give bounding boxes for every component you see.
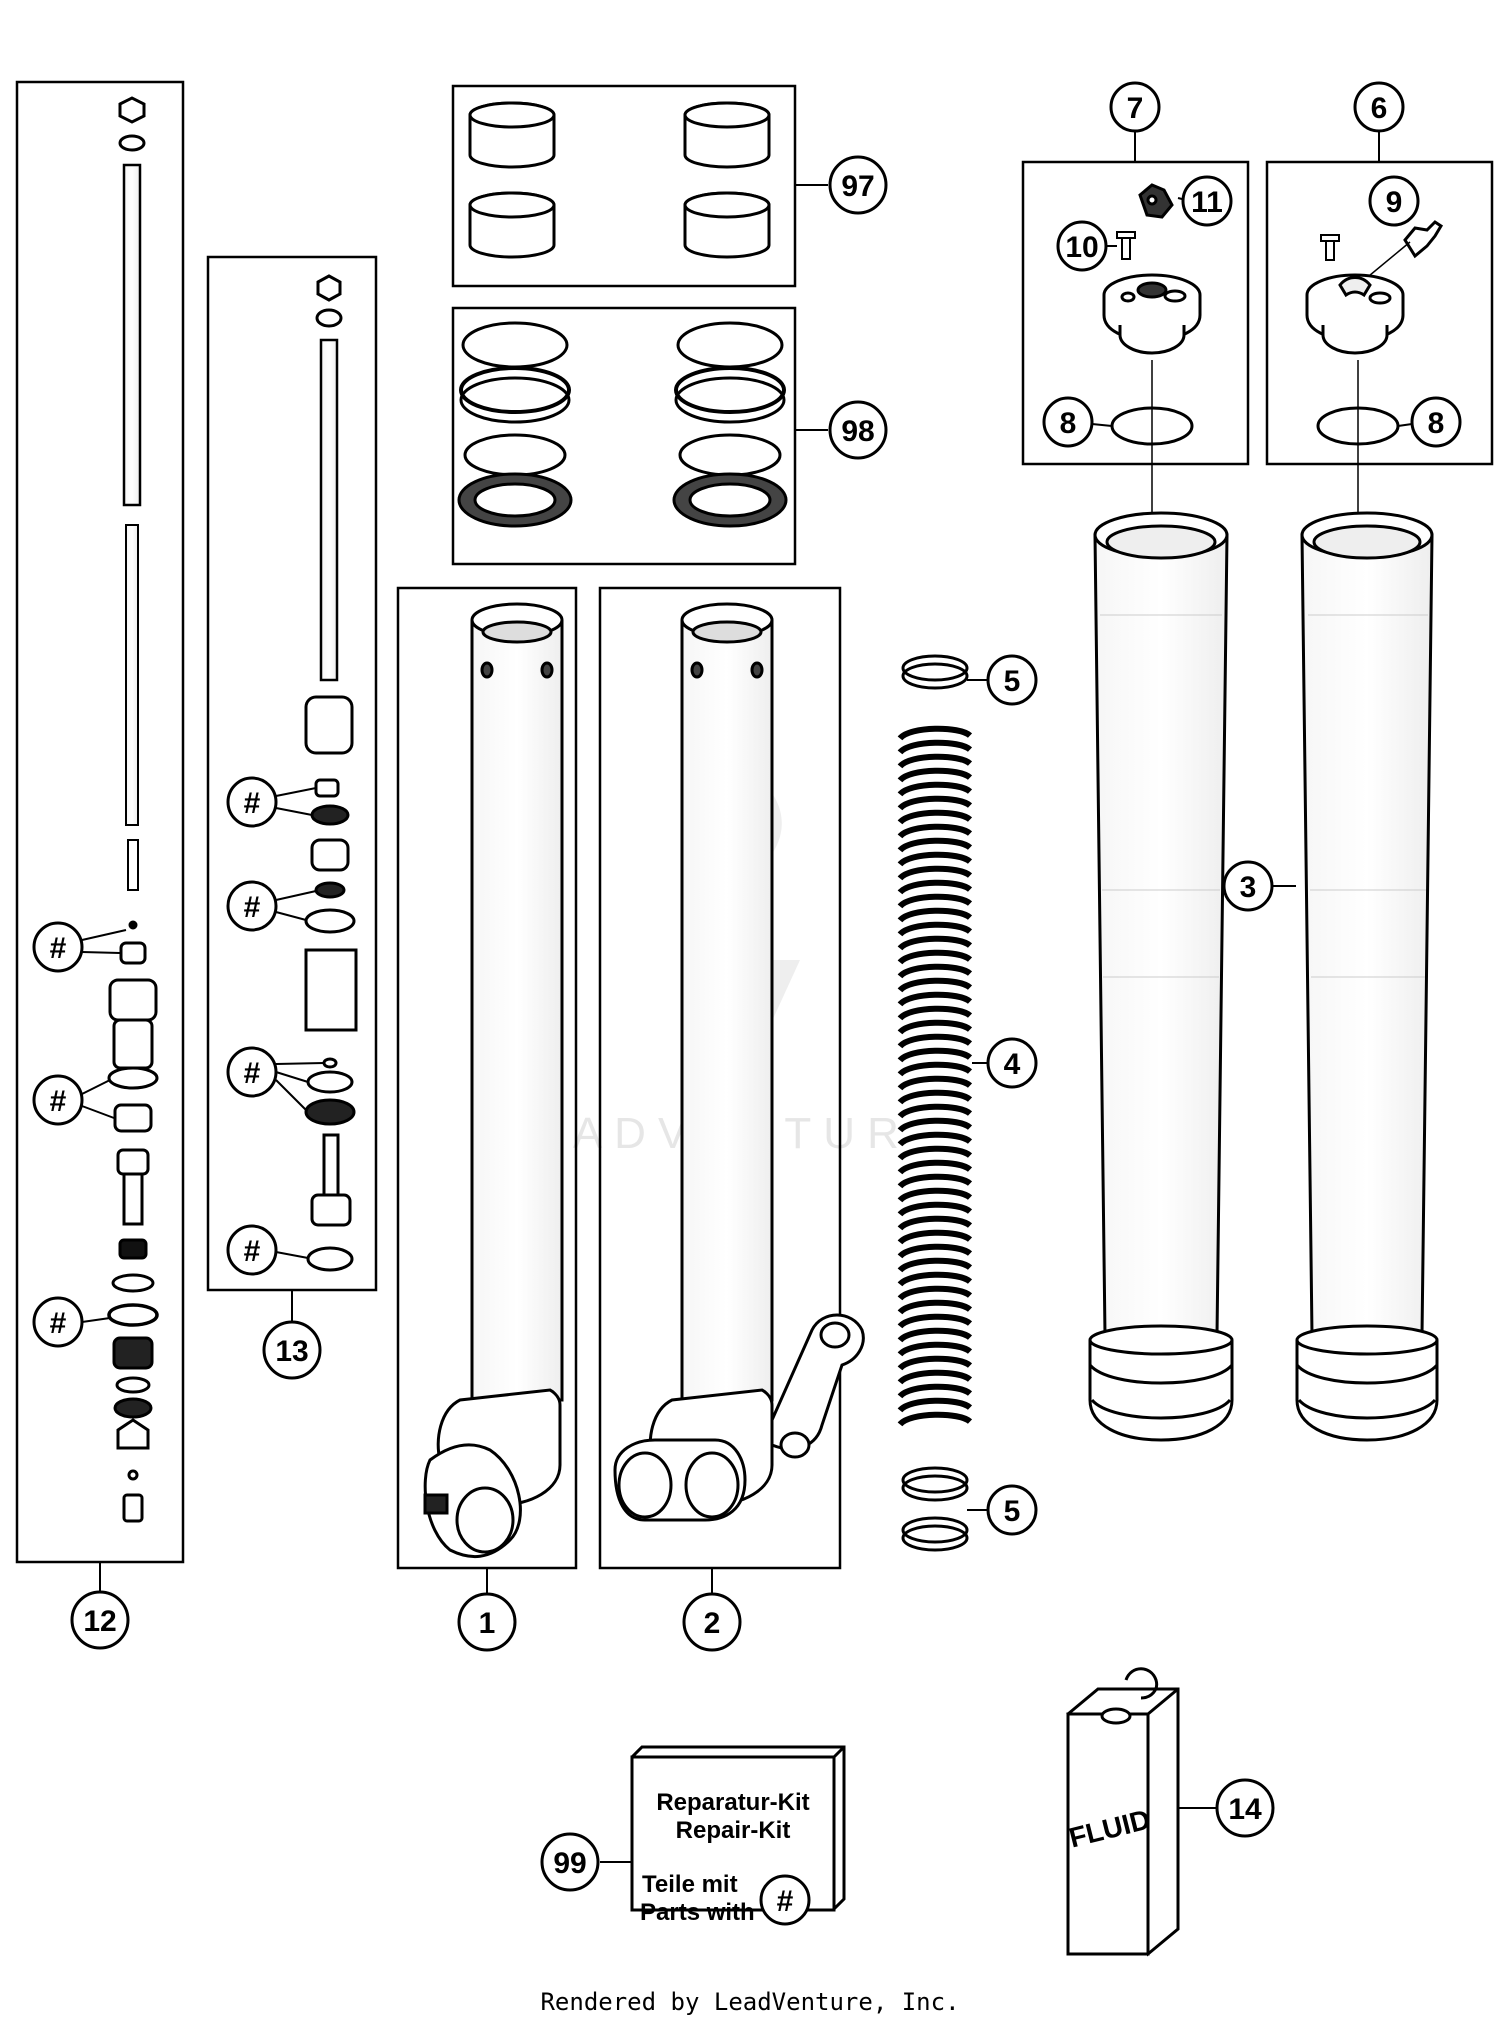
- callout-8a: 8: [1042, 396, 1113, 448]
- callout-8b-label: 8: [1428, 407, 1445, 440]
- part-5-spring-seat-bottom: [901, 1466, 988, 1552]
- callout-13-label: 13: [275, 1335, 308, 1368]
- callout-8a-label: 8: [1060, 407, 1077, 440]
- callout-7-label: 7: [1127, 92, 1144, 125]
- callout-5b: 5: [986, 1484, 1038, 1536]
- callout-1: 1: [457, 1592, 517, 1652]
- callout-9-label: 9: [1386, 186, 1403, 219]
- callout-hash-13b-label: #: [244, 891, 261, 924]
- callout-10: 10: [1056, 220, 1117, 272]
- callout-5b-label: 5: [1004, 1495, 1021, 1528]
- part-98-seals: [451, 306, 828, 566]
- repair-kit-line4: Parts with: [640, 1899, 755, 1926]
- callout-11-label: 11: [1191, 186, 1223, 219]
- callout-4-label: 4: [1004, 1048, 1021, 1081]
- callout-14-label: 14: [1228, 1793, 1262, 1826]
- callout-hash-13d: #: [226, 1224, 309, 1276]
- callout-hash-13c: #: [226, 1046, 325, 1111]
- callout-99: 99: [540, 1832, 600, 1892]
- callout-7: 7: [1109, 81, 1161, 133]
- callout-6: 6: [1353, 81, 1405, 133]
- part-12-damper-cartridge: [15, 80, 185, 1592]
- callout-10-label: 10: [1065, 231, 1098, 264]
- repair-kit-line3: Teile mit: [642, 1871, 738, 1898]
- part-1-outer-tube-left: [396, 586, 578, 1595]
- callout-hash-12a: #: [32, 921, 127, 973]
- callout-2: 2: [682, 1592, 742, 1652]
- repair-kit-line1: Reparatur-Kit: [656, 1789, 809, 1816]
- callout-1-label: 1: [479, 1607, 496, 1640]
- callout-hash-13a-label: #: [244, 787, 261, 820]
- part-3-inner-tube-left: [1088, 511, 1246, 1442]
- part-97-bushings: [451, 84, 828, 288]
- callout-hash-12c: #: [32, 1296, 111, 1348]
- repair-kit-hash: #: [777, 1885, 794, 1918]
- callout-14: 14: [1215, 1778, 1275, 1838]
- part-14-fluid-can: FLUID: [1066, 1667, 1218, 1957]
- callout-hash-12a-label: #: [50, 932, 67, 965]
- callout-hash-12b: #: [32, 1074, 115, 1126]
- callout-hash-13c-label: #: [244, 1057, 261, 1090]
- callout-97-label: 97: [841, 170, 874, 203]
- callout-hash-12c-label: #: [50, 1307, 67, 1340]
- part-2-outer-tube-right: [598, 586, 865, 1595]
- part-99-repair-kit: Reparatur-Kit Repair-Kit Teile mit Parts…: [600, 1745, 846, 1926]
- callout-3-label: 3: [1240, 871, 1257, 904]
- part-3-inner-tube-right: [1272, 511, 1439, 1442]
- part-6-fork-cap: [1265, 130, 1494, 640]
- callout-98-label: 98: [841, 415, 874, 448]
- callout-4: 4: [986, 1037, 1038, 1089]
- callout-12-label: 12: [83, 1605, 116, 1638]
- callout-8b: 8: [1397, 396, 1462, 448]
- callout-5a-label: 5: [1004, 665, 1021, 698]
- callout-2-label: 2: [704, 1607, 721, 1640]
- callout-13: 13: [262, 1320, 322, 1380]
- callout-6-label: 6: [1371, 92, 1388, 125]
- callout-97: 97: [828, 155, 888, 215]
- callout-3: 3: [1222, 860, 1274, 912]
- footer-credit: Rendered by LeadVenture, Inc.: [540, 1988, 960, 2016]
- part-5-spring-seat-top: [901, 654, 988, 690]
- callout-hash-12b-label: #: [50, 1085, 67, 1118]
- callout-99-label: 99: [553, 1847, 586, 1880]
- part-13-cartridge: [206, 255, 378, 1322]
- callout-5a: 5: [986, 654, 1038, 706]
- callout-hash-13a: #: [226, 776, 317, 828]
- callout-9: 9: [1368, 175, 1420, 227]
- part-7-fork-cap: [1021, 130, 1250, 640]
- callout-98: 98: [828, 400, 888, 460]
- callout-hash-13b: #: [226, 880, 317, 932]
- callout-11: 11: [1181, 175, 1233, 227]
- callout-12: 12: [70, 1590, 130, 1650]
- callout-hash-13d-label: #: [244, 1235, 261, 1268]
- repair-kit-line2: Repair-Kit: [676, 1817, 791, 1844]
- part-4-spring: [897, 725, 988, 1432]
